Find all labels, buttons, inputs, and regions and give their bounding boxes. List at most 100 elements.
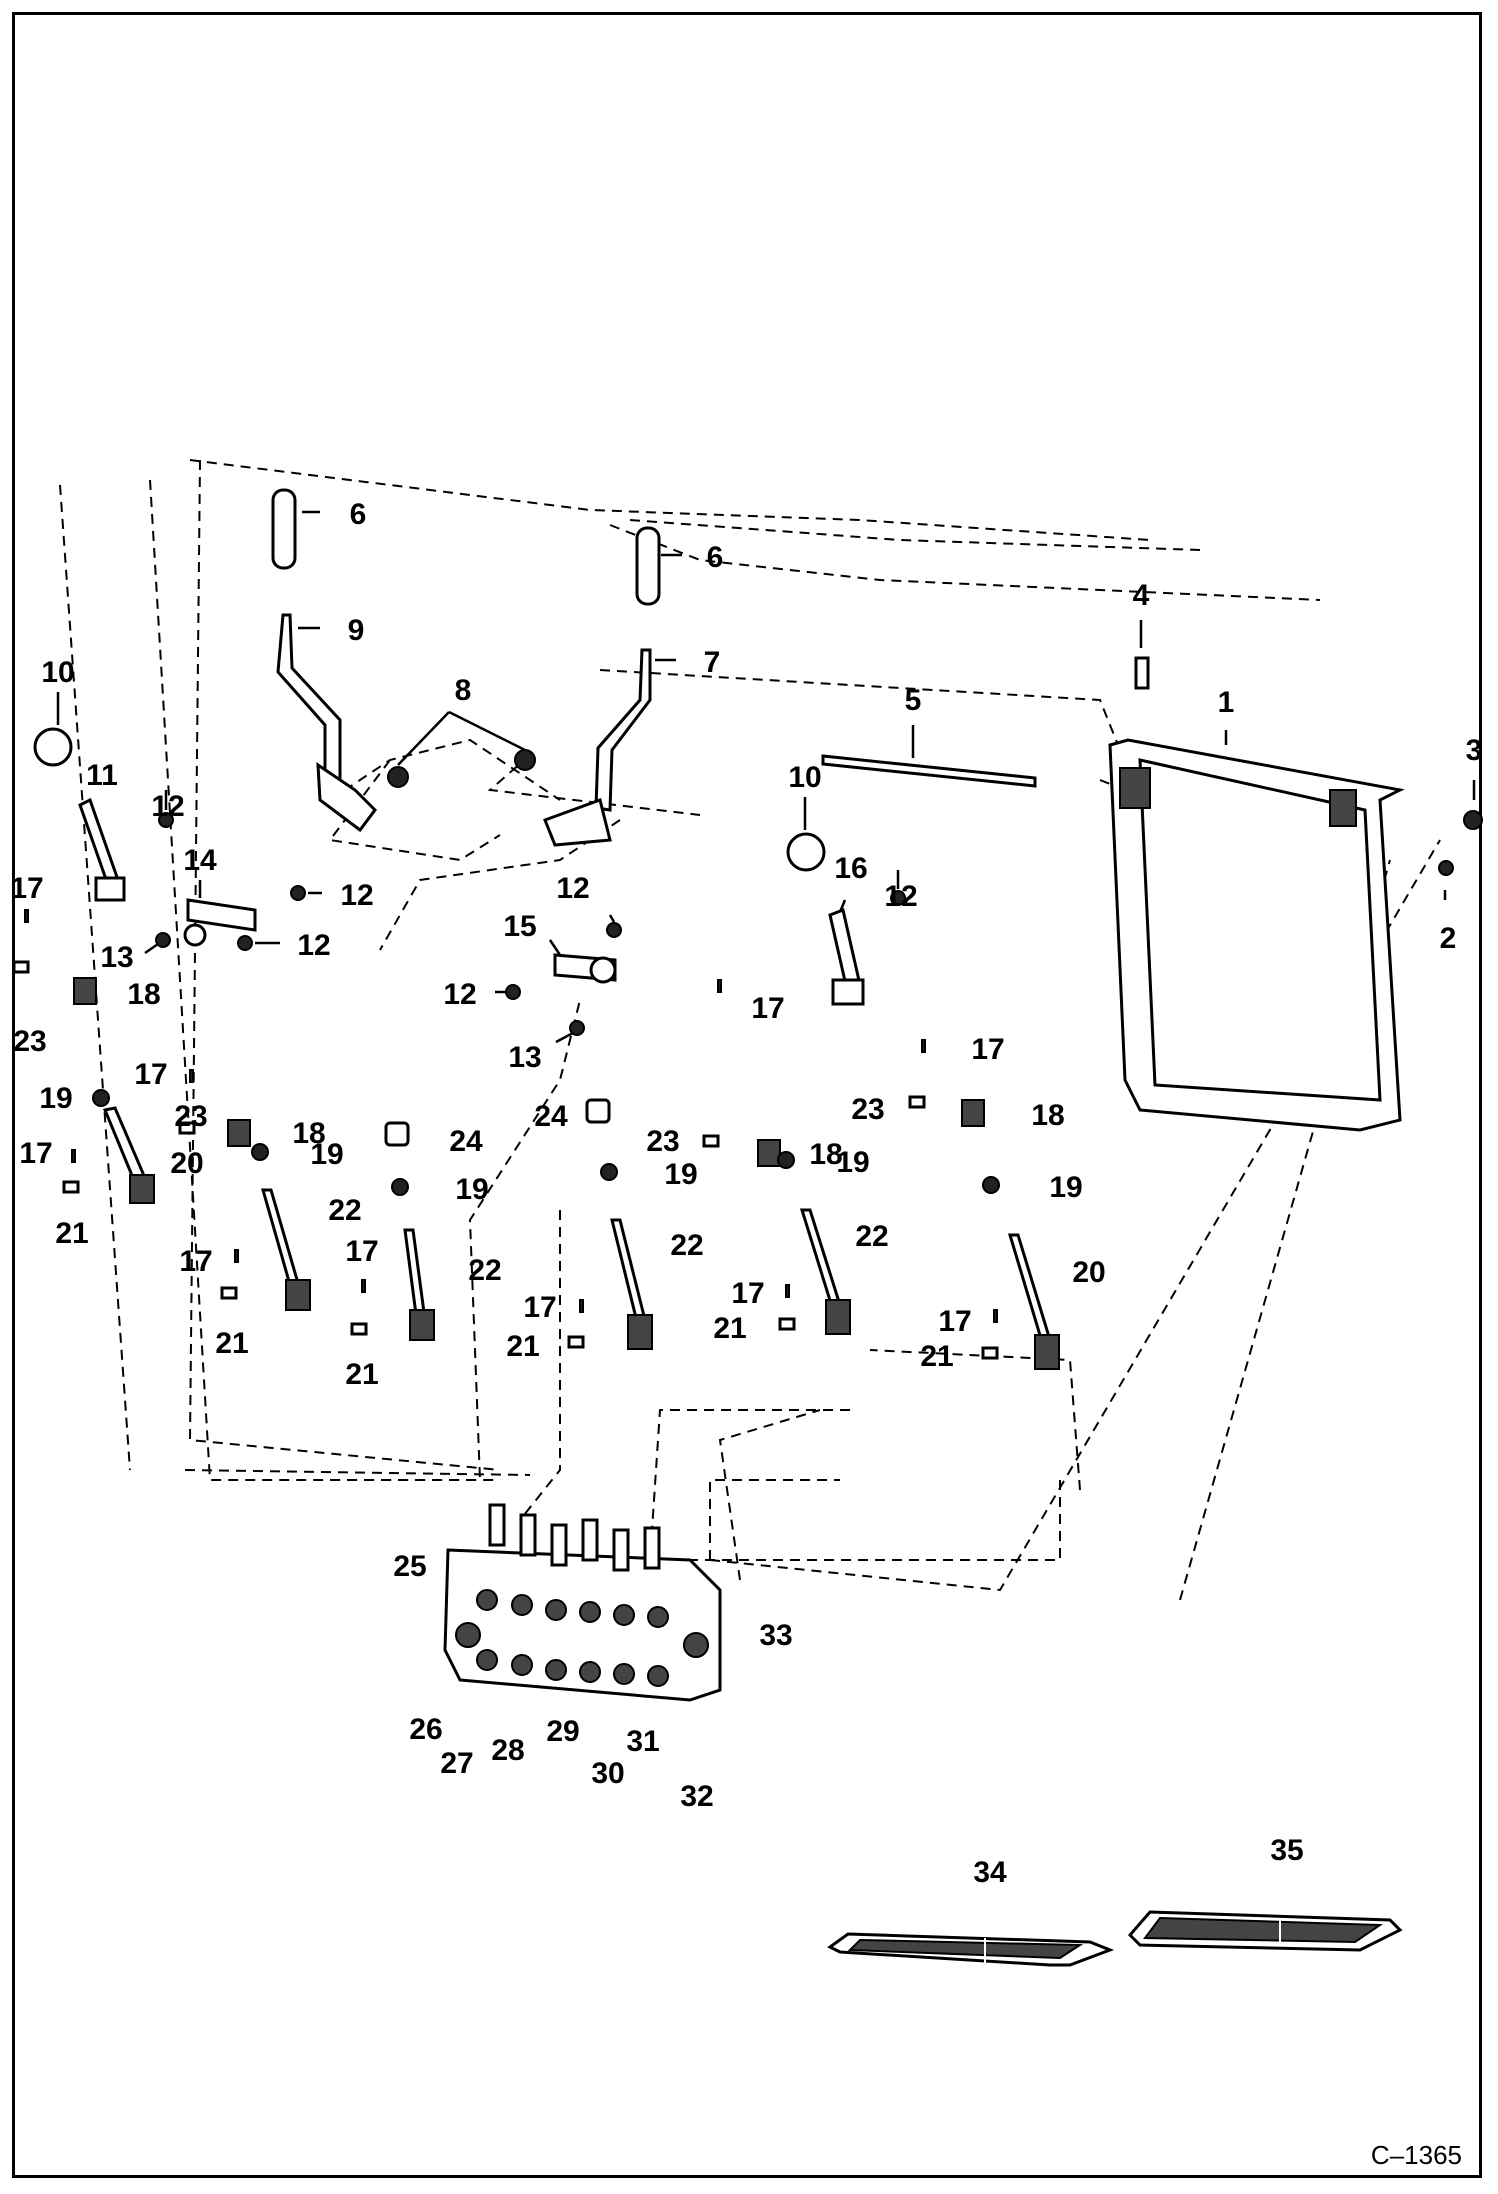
pin-21-e (778, 1317, 796, 1331)
nut-19-e (777, 1151, 795, 1169)
rod-22-a (261, 1188, 302, 1294)
pin-17-g (717, 979, 722, 993)
clevis-18-c (757, 1139, 781, 1167)
callout-22-a: 22 (328, 1194, 361, 1227)
callout-24-b: 24 (534, 1100, 568, 1133)
clevis-18-b (227, 1119, 251, 1147)
lever-7 (594, 648, 652, 812)
callout-34: 34 (973, 1856, 1007, 1889)
callout-labels: 1 2 3 4 5 6 6 7 8 9 10 10 11 12 12 12 12… (10, 498, 1482, 1889)
callout-18-b: 18 (292, 1117, 325, 1150)
decal-34-face (847, 1938, 1084, 1960)
clevis-18-a (73, 977, 97, 1005)
callout-8: 8 (455, 674, 472, 707)
spool-5 (612, 1528, 630, 1572)
lever-9 (276, 613, 342, 788)
callout-26: 26 (409, 1713, 442, 1746)
callout-1: 1 (1218, 686, 1235, 719)
pin-21-f (981, 1346, 999, 1360)
callout-29: 29 (546, 1715, 579, 1748)
nut-19-b (251, 1143, 269, 1161)
valve-ports (455, 1589, 709, 1687)
callout-22-d: 22 (855, 1220, 888, 1253)
shaft-14 (186, 898, 257, 932)
callout-21-c: 21 (345, 1358, 378, 1391)
callout-30: 30 (591, 1757, 624, 1790)
nut-8-left (387, 766, 409, 788)
callout-22-c: 22 (670, 1229, 703, 1262)
pin-23-b (178, 1121, 196, 1135)
nut-12-f (890, 890, 906, 906)
pin-23-d (908, 1095, 926, 1109)
callout-4: 4 (1133, 579, 1150, 612)
callout-21-b: 21 (215, 1327, 248, 1360)
spool-4 (581, 1518, 599, 1562)
callout-17-g: 17 (751, 992, 784, 1025)
nut-19-f (982, 1176, 1000, 1194)
pin-17-j (993, 1309, 998, 1323)
spool-6 (643, 1526, 661, 1570)
callout-19-c: 19 (455, 1173, 488, 1206)
callout-23-d: 23 (851, 1093, 884, 1126)
callout-31: 31 (626, 1725, 659, 1758)
nut-12-a (158, 812, 174, 828)
nut-12-c (237, 935, 253, 951)
rod-22-b (403, 1228, 427, 1324)
callout-12-d: 12 (556, 872, 589, 905)
callout-22-b: 22 (468, 1254, 501, 1287)
figure-code: C–1365 (1371, 2140, 1462, 2170)
callout-35: 35 (1270, 1834, 1303, 1867)
lever-9-plate (316, 762, 377, 833)
clevis-18-d (961, 1099, 985, 1127)
callout-12-f: 12 (884, 880, 917, 913)
pin-21-a (62, 1180, 80, 1194)
callout-23-a: 23 (13, 1025, 46, 1058)
callout-21-a: 21 (55, 1217, 88, 1250)
callout-12-c: 12 (297, 929, 330, 962)
pin-17-d (234, 1249, 239, 1263)
knob-6-right (635, 526, 661, 606)
callout-16: 16 (834, 852, 867, 885)
lever-11-block (94, 876, 126, 902)
rod-22-d-clevis (825, 1299, 851, 1335)
callout-11: 11 (86, 759, 118, 792)
pin-23-c (702, 1134, 720, 1148)
nut-12-d (606, 922, 622, 938)
shaft-15-end (589, 956, 617, 984)
nut-19-c (391, 1178, 409, 1196)
pin-17-f (579, 1299, 584, 1313)
callout-18-c: 18 (809, 1138, 842, 1171)
frame-tab-right (1329, 789, 1357, 827)
pin-21-c (350, 1322, 368, 1336)
callout-7: 7 (704, 646, 721, 679)
nut-19-a (92, 1089, 110, 1107)
callout-17-c: 17 (19, 1137, 52, 1170)
callout-17-h: 17 (971, 1033, 1004, 1066)
pin-23-a (12, 960, 30, 974)
nut-13-a (155, 932, 171, 948)
frame-tab-left (1119, 767, 1151, 809)
callout-12-b: 12 (340, 879, 373, 912)
decal-35-face (1143, 1916, 1384, 1944)
callout-12-e: 12 (443, 978, 476, 1011)
pin-4 (1134, 656, 1150, 690)
callout-19-d: 19 (664, 1158, 697, 1191)
ball-10-left (33, 727, 73, 767)
callout-17-a: 17 (10, 872, 43, 905)
rod-20-left-clevis (129, 1174, 155, 1204)
parts (12, 488, 1483, 1967)
nut-12-b (290, 885, 306, 901)
callout-24-a: 24 (449, 1125, 483, 1158)
cap-24-right (585, 1098, 611, 1124)
nut-12-e (505, 984, 521, 1000)
callout-14: 14 (183, 844, 217, 877)
mounting-frame-inner (1138, 758, 1382, 1102)
callout-3: 3 (1466, 734, 1483, 767)
lever-16-block (831, 978, 865, 1006)
callout-19-a: 19 (39, 1082, 72, 1115)
callout-5: 5 (905, 684, 922, 717)
rod-5 (821, 754, 1037, 788)
spool-2 (519, 1513, 537, 1557)
bolt-2 (1438, 860, 1454, 876)
rod-22-c (610, 1218, 647, 1324)
